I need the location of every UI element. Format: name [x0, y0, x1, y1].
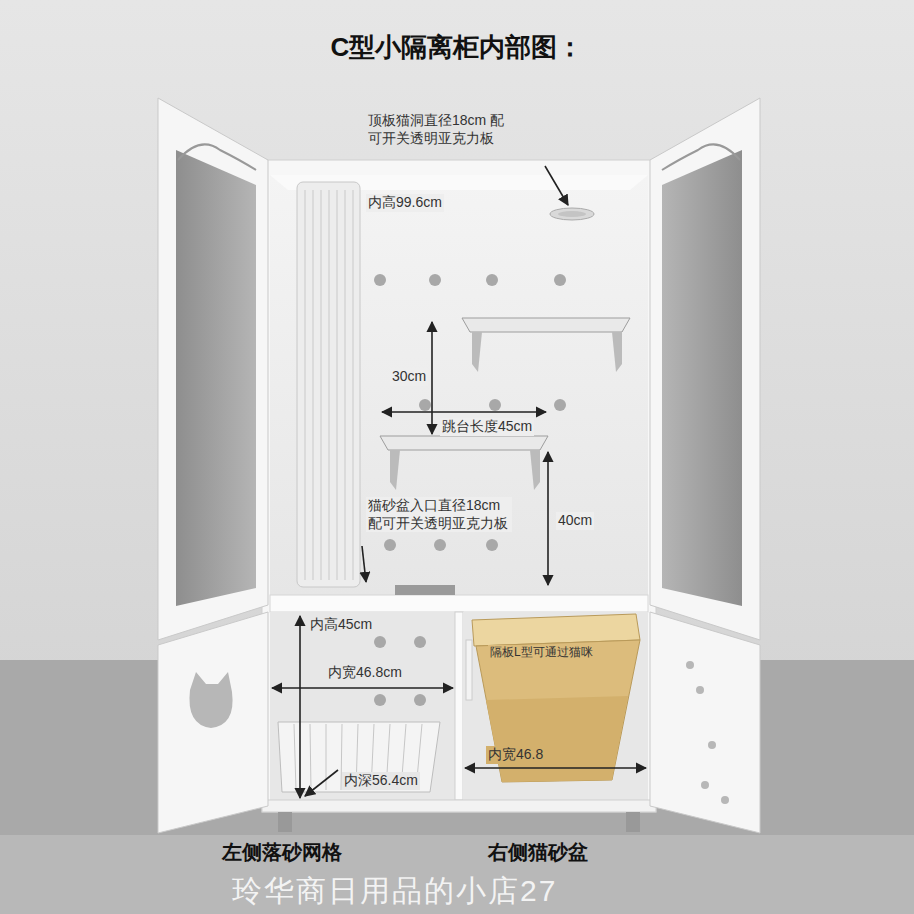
dimension-label: 内宽46.8 — [486, 746, 545, 764]
section-caption: 左侧落砂网格 — [222, 840, 342, 865]
dimension-label: 内深56.4cm — [342, 772, 420, 790]
dimension-label: 30cm — [390, 368, 428, 386]
dimension-label: 内高45cm — [308, 616, 374, 634]
dimension-note: 顶板猫洞直径18cm 配可开关透明亚克力板 — [368, 112, 510, 147]
dimension-label: 内宽46.8cm — [326, 664, 404, 682]
dimension-label: 40cm — [556, 512, 594, 530]
part-note: 隔板L型可通过猫咪 — [488, 645, 595, 660]
dimension-note: 猫砂盆入口直径18cm 配可开关透明亚克力板 — [366, 497, 512, 532]
dimension-label: 内高99.6cm — [366, 194, 444, 212]
section-caption: 右侧猫砂盆 — [488, 840, 588, 865]
page-title: C型小隔离柜内部图： — [0, 30, 914, 65]
watermark: 玲华商日用品的小店27 — [232, 872, 557, 910]
dimension-label: 跳台长度45cm — [440, 418, 534, 436]
